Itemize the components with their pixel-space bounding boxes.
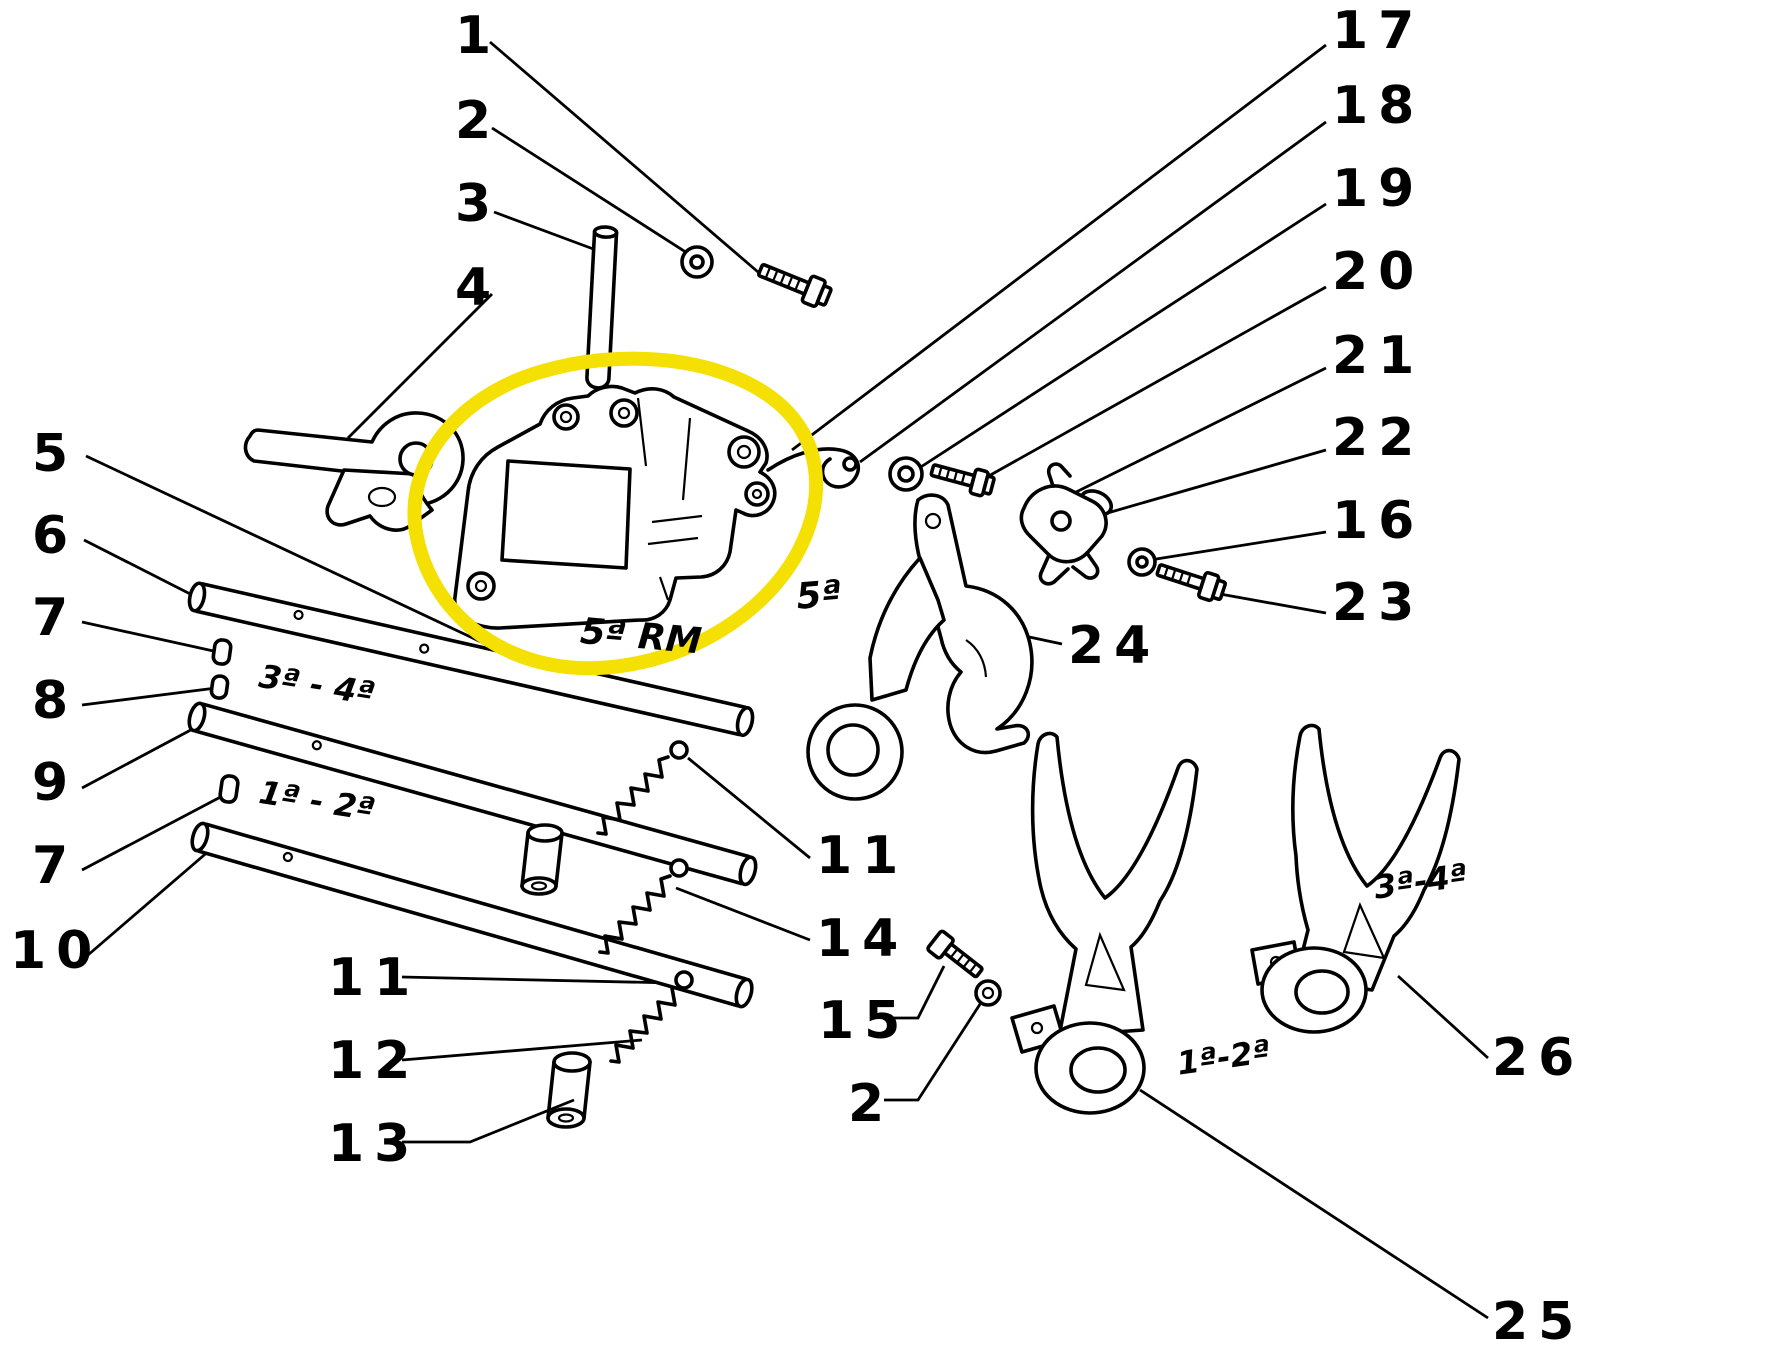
fork-3rd-4th xyxy=(1250,723,1461,1034)
callout-21: 21 xyxy=(1332,326,1425,386)
callout-19: 19 xyxy=(1332,159,1425,219)
shift-rail-top xyxy=(187,581,755,738)
callout-20: 20 xyxy=(1332,242,1425,302)
highlight-marker xyxy=(407,351,824,676)
callout-3: 3 xyxy=(455,174,502,234)
washer-fork xyxy=(974,979,1002,1007)
leader-lines xyxy=(81,40,1489,1320)
bolt-right xyxy=(1155,563,1228,603)
bolt-fork xyxy=(926,929,984,979)
callout-18: 18 xyxy=(1332,76,1425,136)
callout-4: 4 xyxy=(455,258,502,318)
callout-7b: 7 xyxy=(32,836,79,896)
callout-11: 11 xyxy=(328,948,421,1008)
washer-link xyxy=(888,456,924,492)
fork-5th xyxy=(806,493,1034,801)
callout-16: 16 xyxy=(1332,491,1425,551)
callout-13: 13 xyxy=(328,1114,421,1174)
interlock-sleeve-center xyxy=(520,823,564,896)
callout-12: 12 xyxy=(328,1031,421,1091)
bolt-top xyxy=(756,262,833,308)
callout-6: 6 xyxy=(32,506,79,566)
fifth-reverse-selector-bracket xyxy=(453,384,777,630)
washer-top xyxy=(680,245,714,279)
callout-15: 15 xyxy=(818,991,911,1051)
bolt-link xyxy=(929,463,996,498)
detent-pins xyxy=(209,638,240,804)
shift-rail-middle xyxy=(187,701,758,887)
callout-23: 23 xyxy=(1332,573,1425,633)
callout-2b: 2 xyxy=(848,1074,895,1134)
callout-25: 25 xyxy=(1492,1292,1585,1352)
callout-11b: 11 xyxy=(816,826,909,886)
callout-14: 14 xyxy=(816,909,909,969)
part-label-5: 5ª xyxy=(794,573,844,618)
callout-17: 17 xyxy=(1332,1,1425,61)
callout-2: 2 xyxy=(455,91,502,151)
shift-rail-bottom xyxy=(190,821,754,1009)
callout-24: 24 xyxy=(1068,616,1161,676)
interlock-sleeve-bottom xyxy=(546,1051,592,1129)
callout-7: 7 xyxy=(32,588,79,648)
reverse-lever-clamp xyxy=(1019,462,1114,586)
callout-22: 22 xyxy=(1332,408,1425,468)
fork-1st-2nd xyxy=(1010,731,1199,1115)
callout-1: 1 xyxy=(455,6,502,66)
pivot-pin xyxy=(585,225,619,390)
callout-26: 26 xyxy=(1492,1028,1585,1088)
detent-springs-and-balls xyxy=(596,740,694,1064)
washer-right xyxy=(1127,547,1157,577)
part-label-5-rm: 5ª RM xyxy=(578,611,704,663)
callout-10: 10 xyxy=(10,921,103,981)
callout-8: 8 xyxy=(32,671,79,731)
callout-5: 5 xyxy=(32,424,79,484)
callout-9: 9 xyxy=(32,753,79,813)
selector-lever xyxy=(243,411,465,532)
